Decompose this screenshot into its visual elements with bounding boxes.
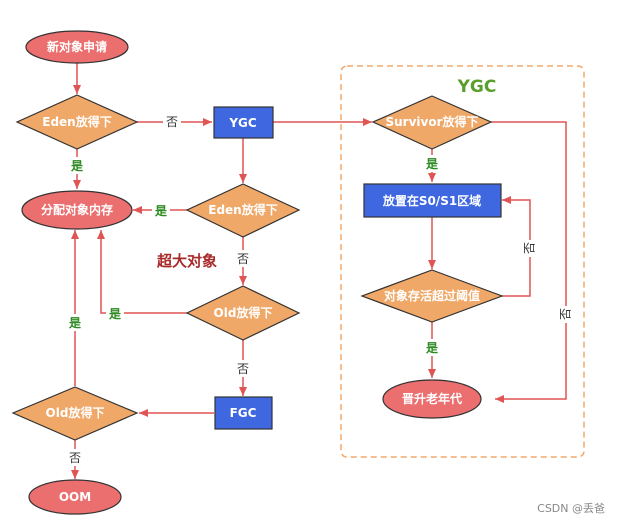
node-old-fit-1: Old放得下 (185, 285, 301, 341)
node-place-s0s1-label: 放置在S0/S1区域 (382, 193, 481, 208)
node-new-request-label: 新对象申请 (47, 39, 107, 54)
node-age-threshold: 对象存活超过阈值 (360, 269, 504, 323)
node-old-fit-1-label: Old放得下 (214, 305, 273, 320)
edge-old1-to-allocate (97, 230, 187, 314)
node-old-fit-2-label: Old放得下 (46, 405, 105, 420)
label-eden2-yes: 是 (154, 204, 168, 218)
label-old2-yes: 是 (68, 316, 82, 330)
node-fgc-label: FGC (230, 406, 257, 420)
node-eden-fit-2: Eden放得下 (185, 183, 301, 238)
node-new-request: 新对象申请 (25, 30, 129, 64)
label-old1-yes: 是 (108, 307, 122, 321)
label-eden1-no: 否 (166, 115, 178, 129)
node-age-threshold-label: 对象存活超过阈值 (384, 288, 480, 303)
ygc-group-title: YGC (457, 77, 497, 97)
node-old-fit-2: Old放得下 (11, 386, 139, 441)
edge-labels: 否 是 是 否 是 否 是 否 是 否 是 否 (66, 113, 575, 466)
ygc-group-box (340, 65, 585, 458)
label-survivor-yes: 是 (425, 157, 439, 171)
node-place-s0s1: 放置在S0/S1区域 (363, 183, 502, 218)
node-allocate: 分配对象内存 (21, 190, 133, 230)
node-survivor-fit-label: Survivor放得下 (385, 114, 478, 129)
node-eden-fit-2-label: Eden放得下 (208, 202, 277, 217)
label-old2-no: 否 (69, 451, 81, 465)
node-survivor-fit: Survivor放得下 (371, 95, 493, 150)
node-promote: 晋升老年代 (382, 379, 482, 419)
node-oom: OOM (28, 479, 122, 515)
label-eden1-yes: 是 (70, 159, 84, 173)
label-eden2-no: 否 (237, 252, 249, 266)
node-fgc: FGC (214, 396, 273, 430)
edge-survivor-to-promote (491, 121, 567, 403)
label-age-yes: 是 (425, 341, 439, 355)
label-age-no: 否 (523, 242, 537, 254)
node-promote-label: 晋升老年代 (402, 391, 462, 406)
label-survivor-no: 否 (559, 308, 573, 320)
node-eden-fit-1-label: Eden放得下 (42, 114, 111, 129)
node-oom-label: OOM (59, 490, 91, 504)
node-ygc-label: YGC (228, 116, 257, 130)
node-ygc: YGC (213, 106, 274, 139)
big-object-annotation: 超大对象 (156, 252, 217, 270)
label-old1-no: 否 (237, 362, 249, 376)
node-allocate-label: 分配对象内存 (41, 202, 113, 217)
node-eden-fit-1: Eden放得下 (15, 94, 139, 150)
edges (71, 62, 567, 479)
watermark: CSDN @丢爸 (537, 502, 605, 515)
